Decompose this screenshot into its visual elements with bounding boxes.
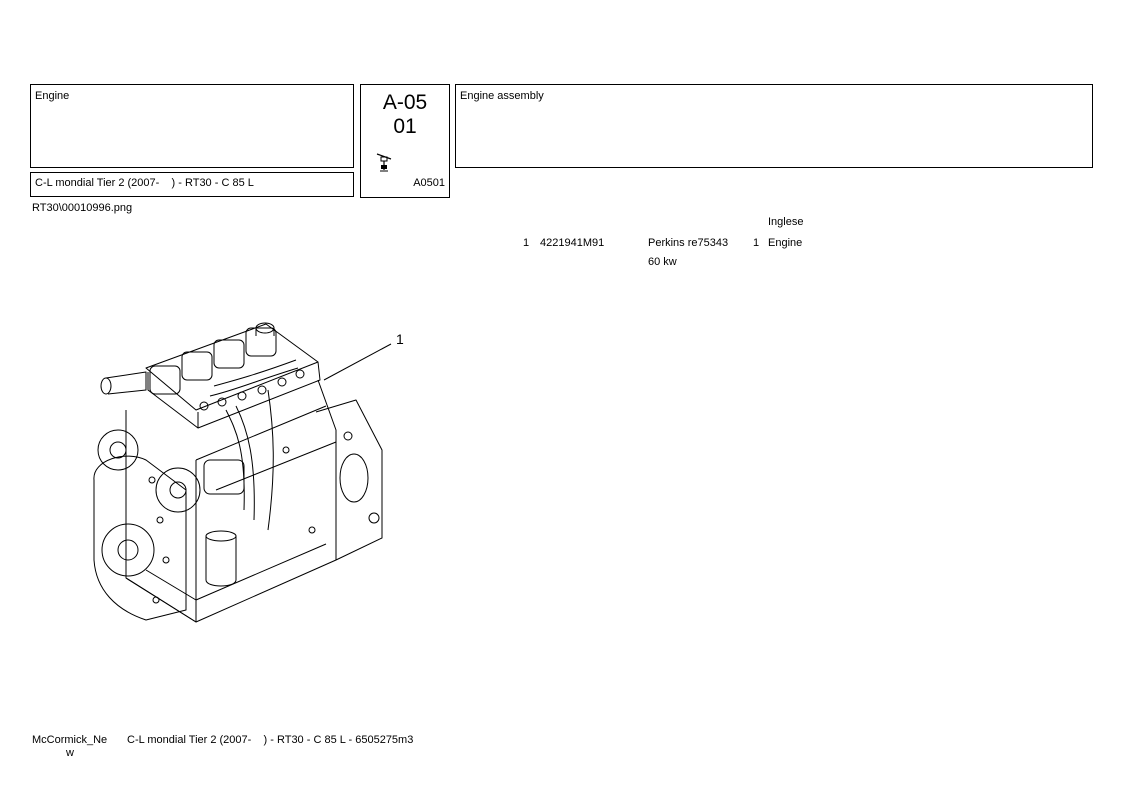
- model-title-box: C-L mondial Tier 2 (2007- ) - RT30 - C 8…: [30, 172, 354, 197]
- group-code-line2: 01: [393, 115, 417, 138]
- image-file-path: RT30\00010996.png: [32, 202, 133, 214]
- engine-bolt-icon: [376, 153, 392, 172]
- row-note: Perkins re75343: [648, 237, 729, 249]
- group-description: Engine assembly: [460, 90, 544, 102]
- section-title-box: Engine: [30, 84, 354, 168]
- callout-leader-line: [323, 343, 392, 381]
- engine-drawing: 1: [93, 322, 404, 623]
- model-title: C-L mondial Tier 2 (2007- ) - RT30 - C 8…: [35, 177, 254, 189]
- group-ref: A0501: [413, 177, 445, 189]
- description-box: Engine assembly: [455, 84, 1093, 168]
- group-code-box: A-05 01 A0501: [360, 84, 450, 198]
- section-title: Engine: [35, 90, 70, 102]
- callout-number: 1: [396, 331, 404, 347]
- footer-model-code: C-L mondial Tier 2 (2007- ) - RT30 - C 8…: [127, 734, 414, 746]
- group-code-line1: A-05: [382, 91, 428, 114]
- row-note-2: 60 kw: [648, 256, 677, 268]
- footer-brand-line2: w: [66, 747, 74, 759]
- row-quantity: 1: [753, 237, 760, 249]
- row-position: 1: [523, 237, 530, 249]
- row-description: Engine: [768, 237, 803, 249]
- language-header: Inglese: [768, 216, 804, 228]
- row-part-number: 4221941M91: [540, 237, 605, 249]
- footer-brand-line1: McCormick_Ne: [32, 734, 108, 746]
